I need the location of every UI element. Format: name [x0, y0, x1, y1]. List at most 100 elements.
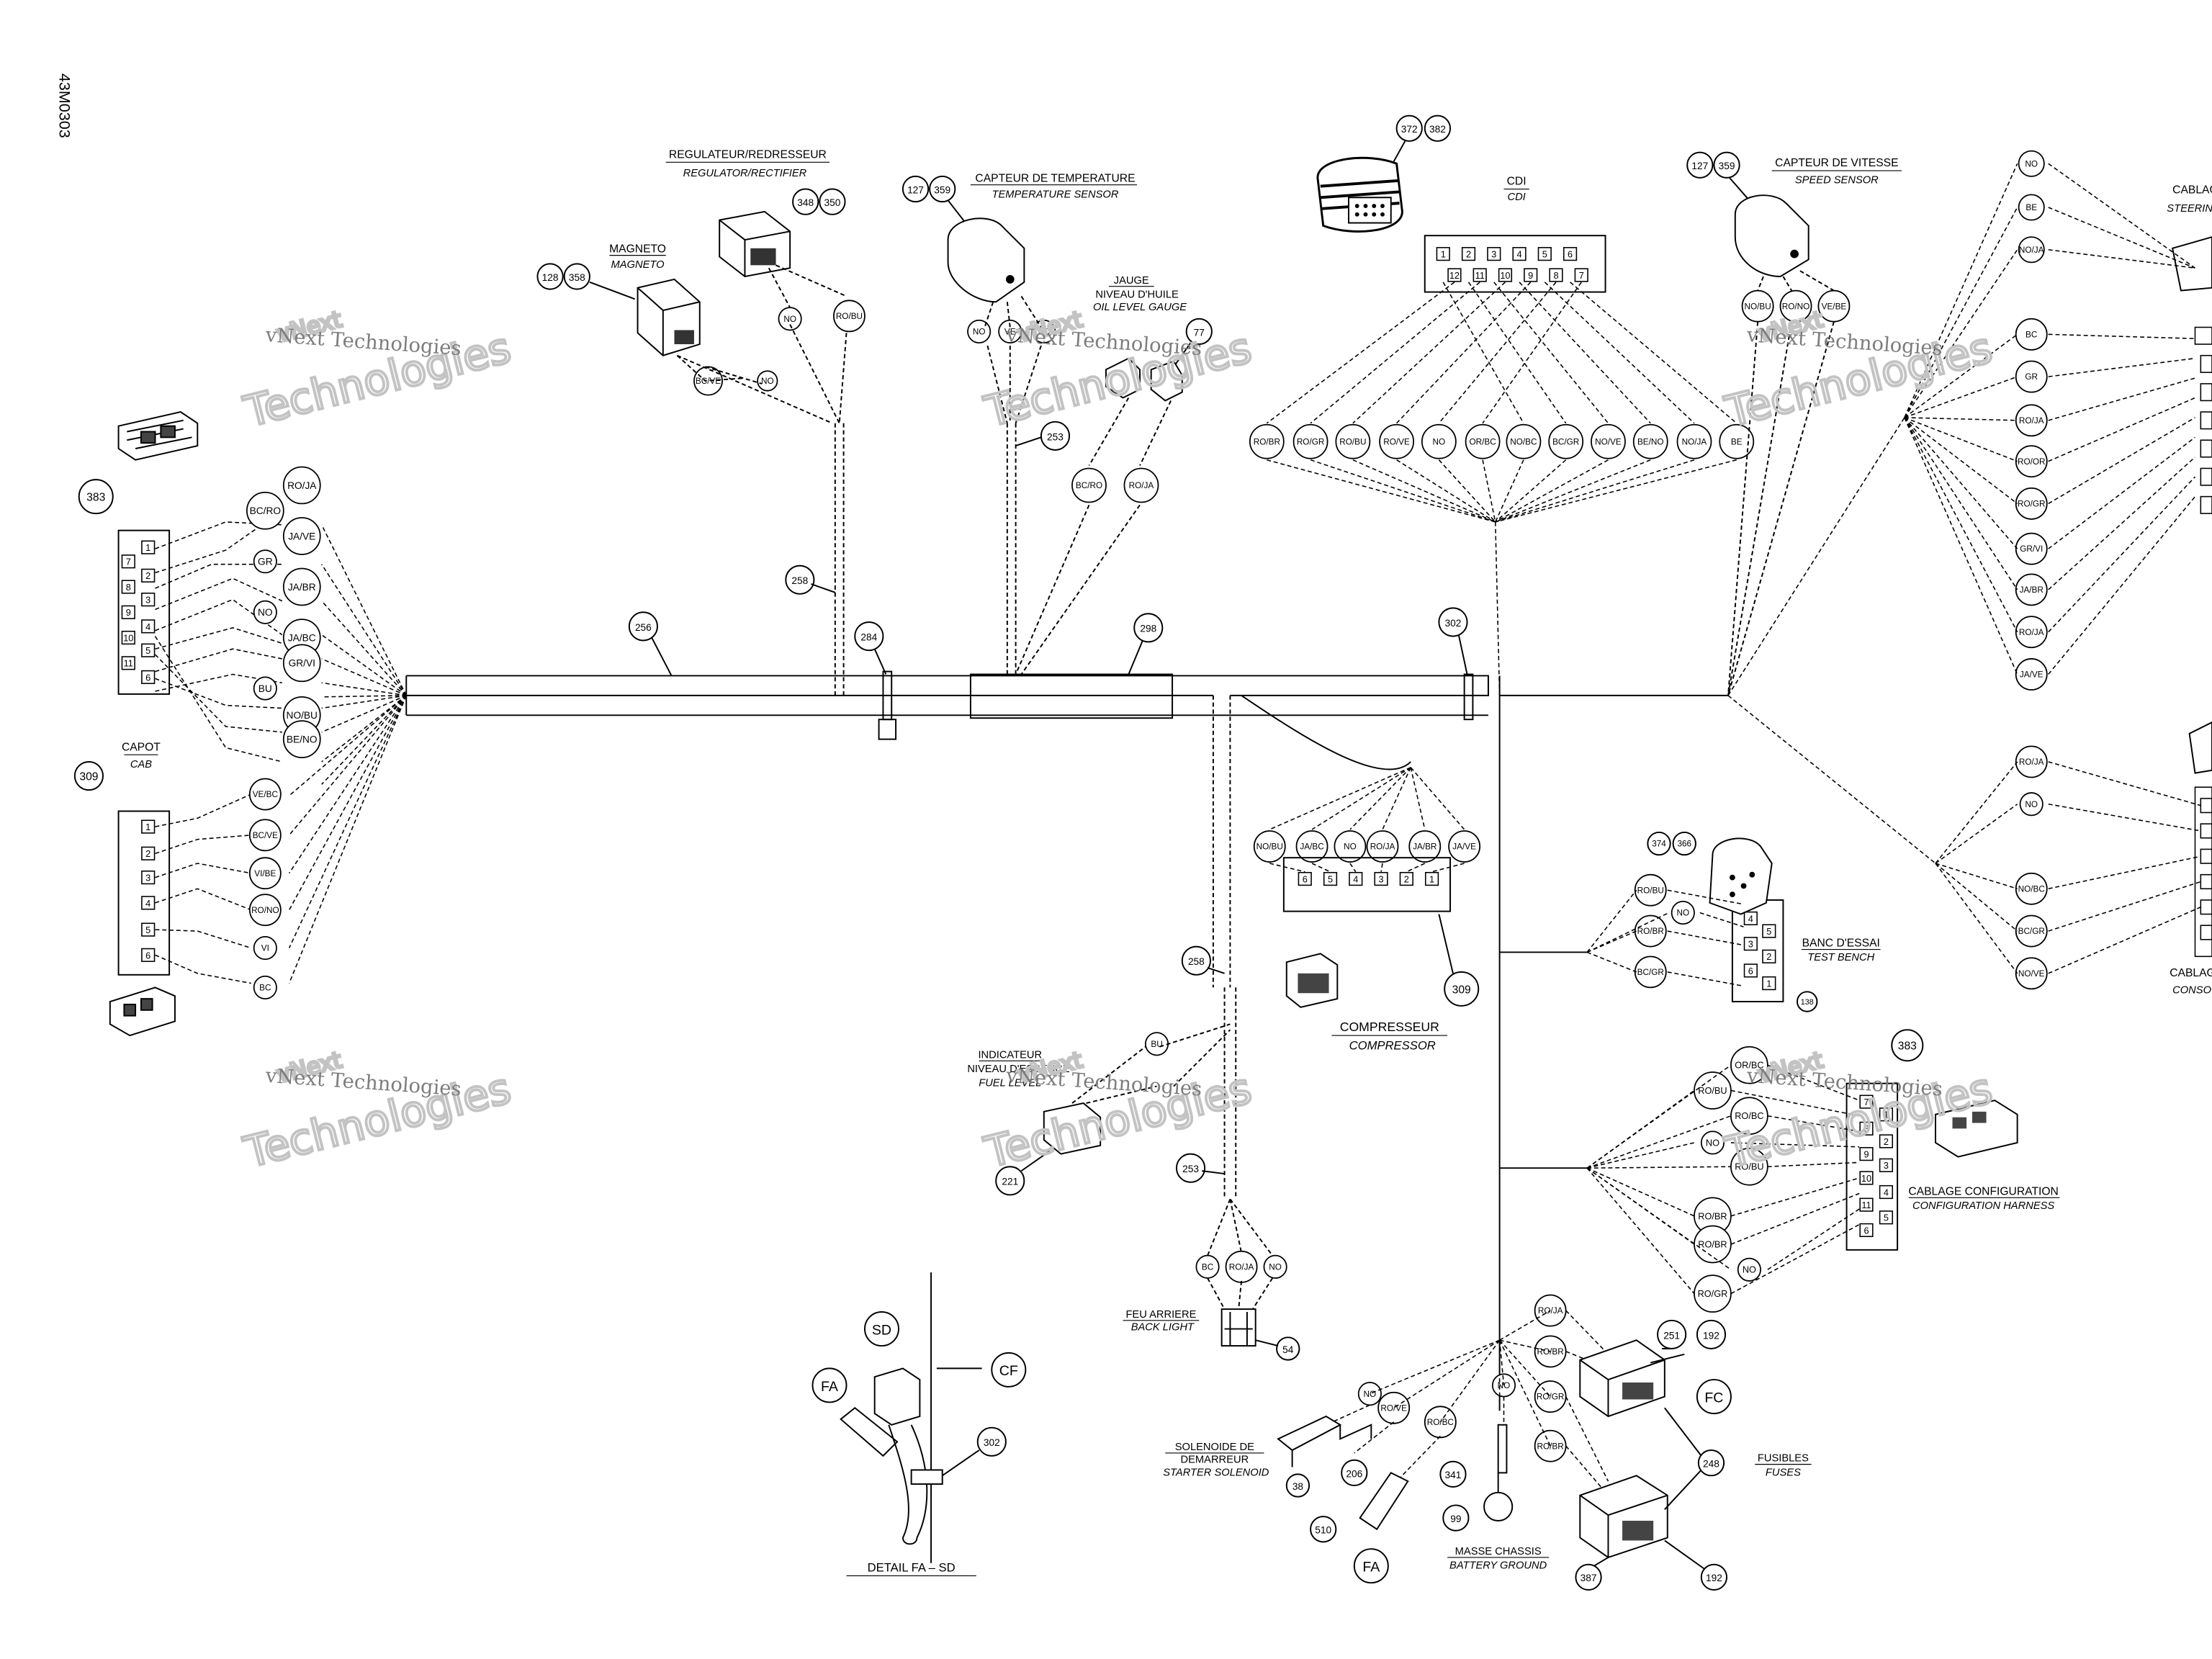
wire-temp-2: BC [1038, 328, 1051, 337]
wire-cab-3-circle [248, 894, 282, 927]
ref-253-vertical: 253 [1182, 1164, 1199, 1174]
wire-cdi-9: BE/NO [1637, 437, 1664, 446]
wire-bottom-7: RO/BR [1537, 1442, 1564, 1451]
wire-config-3: NO [1706, 1137, 1719, 1148]
wire-bench-0-circle [1634, 873, 1667, 907]
wire-left-8: BU [258, 683, 272, 694]
wire-magneto-0: BC/VE [696, 377, 721, 386]
detail-label: DETAIL FA – SD [868, 1561, 956, 1575]
regulator-label-en: REGULATOR/RECTIFIER [683, 168, 807, 179]
wire-config-2: RO/BC [1735, 1110, 1763, 1121]
bench-label-en: TEST BENCH [1807, 952, 1874, 963]
wire-left-2-circle [282, 517, 321, 555]
pin-bench-6: 6 [1748, 966, 1753, 976]
wire-steering-1: BE [2026, 203, 2037, 212]
pin-cab-5: 5 [145, 925, 150, 935]
wire-steering-1-circle [2018, 194, 2045, 221]
pin-383-3: 3 [145, 595, 150, 606]
pin-config-8: 8 [1863, 1123, 1869, 1134]
wire-console-3: BC/GR [2018, 927, 2045, 936]
ref-248: 248 [1703, 1459, 1719, 1470]
wire-compressor-2-circle [1334, 830, 1367, 863]
wire-cdi-5-circle [1465, 423, 1501, 459]
ground-label-en: BATTERY GROUND [1449, 1560, 1547, 1572]
wire-cdi-4-circle [1421, 423, 1457, 459]
wire-cdi-8-circle [1591, 423, 1626, 459]
wire-console-2: NO/BC [2018, 884, 2046, 894]
wire-cab-1: BC/VE [253, 831, 278, 840]
wire-left-10: BE/NO [287, 734, 318, 745]
ref-366: 366 [1677, 840, 1691, 849]
steering-label-en: STEERIN [2167, 203, 2212, 215]
wire-cab-5-circle [253, 975, 277, 999]
ref-99: 99 [1450, 1514, 1461, 1524]
ref-374: 374 [1652, 840, 1666, 849]
wire-steering-11-circle [2015, 658, 2048, 691]
magneto-label-fr: MAGNETO [609, 243, 666, 256]
harness-refs: 256 258 284 298 302 253 258 253 [628, 421, 1468, 1183]
wire-compressor-1-circle [1295, 830, 1328, 863]
ref-350: 350 [824, 197, 840, 208]
wire-left-0: RO/JA [287, 480, 317, 491]
fuses: 251 192 FC 248 387 192 FUSIBLES FUSES [1575, 1319, 1812, 1591]
wire-left-2: JA/VE [288, 531, 315, 541]
fa-marker-bottom: FA [1362, 1560, 1380, 1575]
wire-console-4: NO/VE [2018, 969, 2045, 979]
wire-console-1: NO [2025, 800, 2038, 809]
wire-left-6: JA/BC [288, 632, 316, 643]
ref-510: 510 [1315, 1525, 1331, 1536]
console-label-en: CONSO [2172, 984, 2211, 996]
ref-251: 251 [1663, 1330, 1680, 1341]
wire-steering-6-circle [2015, 445, 2048, 478]
pin-config-1: 1 [1884, 1110, 1889, 1120]
wire-config-4: RO/BU [1735, 1161, 1763, 1172]
ref-298: 298 [1140, 624, 1156, 634]
wire-back-1: RO/JA [1229, 1262, 1254, 1272]
wire-back-2-circle [1263, 1254, 1287, 1279]
ref-253: 253 [1047, 431, 1064, 442]
wire-steering-5-circle [2015, 404, 2048, 437]
wire-cdi-3-circle [1379, 423, 1414, 459]
ref-383-left: 383 [86, 492, 105, 504]
wire-steering-6: RO/OR [2018, 457, 2046, 467]
wire-cdi-8: NO/VE [1595, 437, 1622, 446]
wire-console-4-circle [2015, 957, 2048, 990]
wire-cdi-1: RO/GR [1297, 437, 1325, 446]
fuel-label-fr1: INDICATEUR [978, 1049, 1042, 1061]
back-light-label-en: BACK LIGHT [1131, 1322, 1195, 1334]
detail-fa-sd: SD FA CF 302 DETAIL FA – SD [811, 1272, 1027, 1576]
wire-steering-8: GR/VI [2020, 544, 2043, 554]
wire-left-9: NO/BU [287, 710, 318, 721]
ref-258: 258 [791, 575, 808, 586]
steering-harness: CABLAG STEERIN [1727, 163, 2212, 696]
ref-382: 382 [1429, 124, 1446, 135]
pin-compressor-5: 1 [1429, 873, 1434, 884]
pin-cab-4: 4 [145, 898, 150, 909]
ground-label-fr: MASSE CHASSIS [1455, 1546, 1542, 1557]
ref-383-config: 383 [1898, 1040, 1917, 1053]
wire-console-3-circle [2015, 914, 2048, 948]
temp-label-fr: CAPTEUR DE TEMPERATURE [975, 173, 1135, 185]
wire-bottom-5: RO/BC [1427, 1418, 1455, 1427]
document-ref: 43M0303 [55, 73, 73, 138]
wire-compressor-5: JA/VE [1452, 842, 1476, 852]
ref-54: 54 [1282, 1344, 1294, 1355]
wire-steering-9-circle [2015, 573, 2048, 606]
wire-steering-10-circle [2015, 616, 2048, 649]
wire-console-0-circle [2015, 745, 2048, 778]
pin-cdi-top-2: 3 [1491, 249, 1496, 260]
wire-cab-2: VI/BE [254, 869, 276, 878]
wire-cab-4: VI [261, 944, 269, 953]
wire-bench-3: BC/GR [1637, 968, 1664, 977]
pin-cdi-bottom-0: 12 [1449, 270, 1460, 281]
wire-cdi-4: NO [1433, 437, 1446, 446]
wire-config-0: OR/BC [1735, 1060, 1763, 1071]
pin-bench-2: 2 [1766, 951, 1771, 962]
fc-marker: FC [1704, 1390, 1723, 1406]
pin-383-5: 5 [145, 645, 150, 656]
wire-left-7: GR/VI [289, 658, 315, 669]
wire-cdi-3: RO/VE [1383, 437, 1410, 446]
pin-bench-1: 1 [1766, 978, 1771, 989]
regulator-connector: REGULATEUR/REDRESSEUR REGULATOR/RECTIFIE… [665, 148, 848, 424]
